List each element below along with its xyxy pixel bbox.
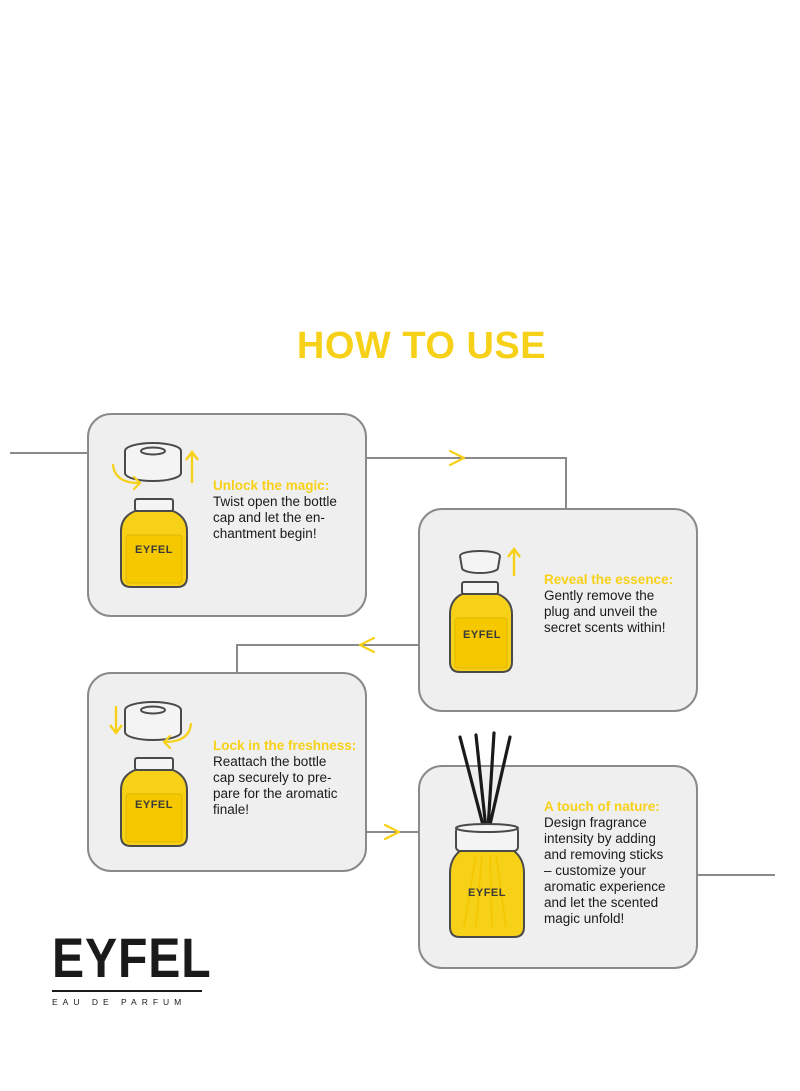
flow-chevron-icon — [358, 636, 376, 654]
step-card-reveal: EYFEL Reveal the essence: Gently remove … — [418, 508, 698, 712]
flow-chevron-icon — [383, 823, 401, 841]
reed-sticks-icon — [458, 731, 512, 831]
step-card-nature: EYFEL A touch of nature: Design fragranc… — [418, 731, 698, 969]
brand-divider — [52, 990, 202, 992]
brand-tagline: EAU DE PARFUM — [52, 997, 187, 1007]
bottle-close-illustration: EYFEL — [109, 701, 193, 847]
step-description: Design fragrance intensity by adding and… — [544, 815, 666, 926]
twist-arrow-icon — [163, 722, 193, 744]
diffuser-illustration: EYFEL — [449, 731, 525, 938]
step-card-lock: EYFEL Lock in the freshness: Reattach th… — [87, 672, 367, 872]
brand-logo: EYFEL EAU DE PARFUM — [52, 926, 212, 1007]
step-description: Gently remove the plug and unveil the se… — [544, 588, 666, 635]
jar-label: EYFEL — [468, 887, 506, 899]
step-title: Reveal the essence: — [544, 572, 674, 587]
twist-arrow-icon — [111, 463, 141, 485]
bottle-plug-illustration: EYFEL — [449, 547, 521, 673]
jar-label: EYFEL — [463, 629, 501, 641]
bottle-open-illustration: EYFEL — [111, 442, 199, 588]
step-description: Reattach the bottle cap securely to pre-… — [213, 754, 338, 817]
step-title: A touch of nature: — [544, 799, 660, 814]
flow-chevron-icon — [448, 449, 466, 467]
brand-name: EYFEL — [52, 926, 212, 989]
step-card-unlock: EYFEL Unlock the magic: Twist open the b… — [87, 413, 367, 617]
step-title: Lock in the freshness: — [213, 738, 357, 753]
step-description: Twist open the bottle cap and let the en… — [213, 494, 337, 541]
jar-label: EYFEL — [135, 799, 173, 811]
twist-arrow-icon — [132, 475, 142, 491]
jar-label: EYFEL — [135, 544, 173, 556]
page-title: HOW TO USE — [296, 325, 547, 367]
step-title: Unlock the magic: — [213, 478, 330, 493]
